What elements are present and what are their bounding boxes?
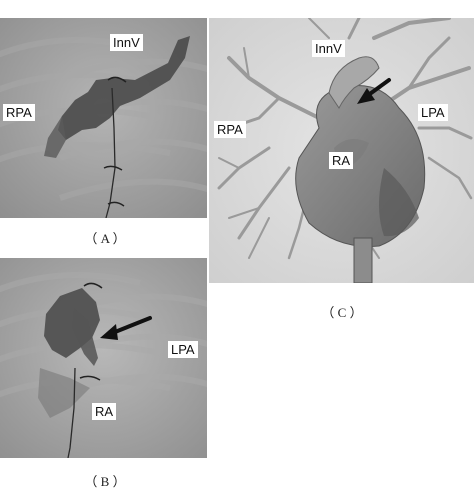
panel-c-image bbox=[209, 18, 474, 283]
panel-c-3d-render bbox=[209, 18, 474, 283]
panel-a-angiogram bbox=[0, 18, 207, 218]
panel-c-caption: （ C ） bbox=[321, 305, 363, 320]
panel-b-caption: （ B ） bbox=[84, 474, 126, 489]
panel-a-image bbox=[0, 18, 207, 218]
panel-a-label-innv: InnV bbox=[110, 34, 143, 51]
panel-c-label-ra: RA bbox=[329, 152, 354, 169]
panel-b-label-lpa: LPA bbox=[168, 341, 198, 358]
panel-c-label-innv: InnV bbox=[312, 40, 345, 57]
panel-c-label-lpa: LPA bbox=[418, 104, 448, 121]
panel-a-label-rpa: RPA bbox=[3, 104, 35, 121]
panel-c-arrow bbox=[365, 78, 391, 98]
panel-a-caption: （ A ） bbox=[84, 231, 126, 246]
panel-b-image bbox=[0, 258, 207, 458]
panel-b-label-ra: RA bbox=[92, 403, 117, 420]
panel-c-label-rpa: RPA bbox=[214, 121, 246, 138]
panel-b-angiogram bbox=[0, 258, 207, 458]
